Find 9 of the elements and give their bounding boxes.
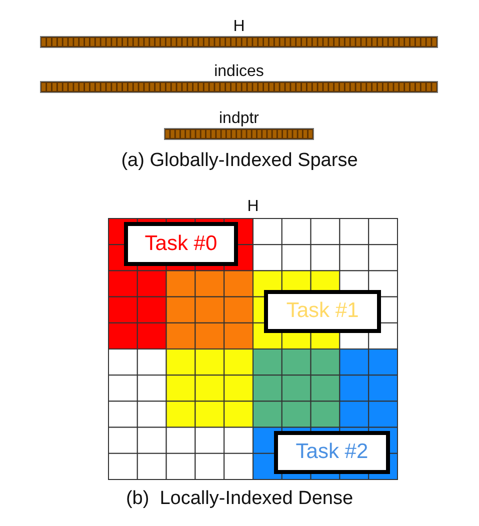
- array-name: indptr: [218, 110, 260, 128]
- task-label-box: Task #0: [124, 222, 238, 266]
- array-name: indices: [213, 63, 265, 81]
- figure-caption: (b) Locally-Indexed Dense: [124, 488, 354, 510]
- figure-caption: (a) Globally-Indexed Sparse: [120, 150, 359, 172]
- task-label-box: Task #1: [264, 290, 382, 333]
- array-name: H: [232, 18, 246, 36]
- matrix-name: H: [246, 198, 260, 216]
- task-label-box: Task #2: [274, 430, 390, 474]
